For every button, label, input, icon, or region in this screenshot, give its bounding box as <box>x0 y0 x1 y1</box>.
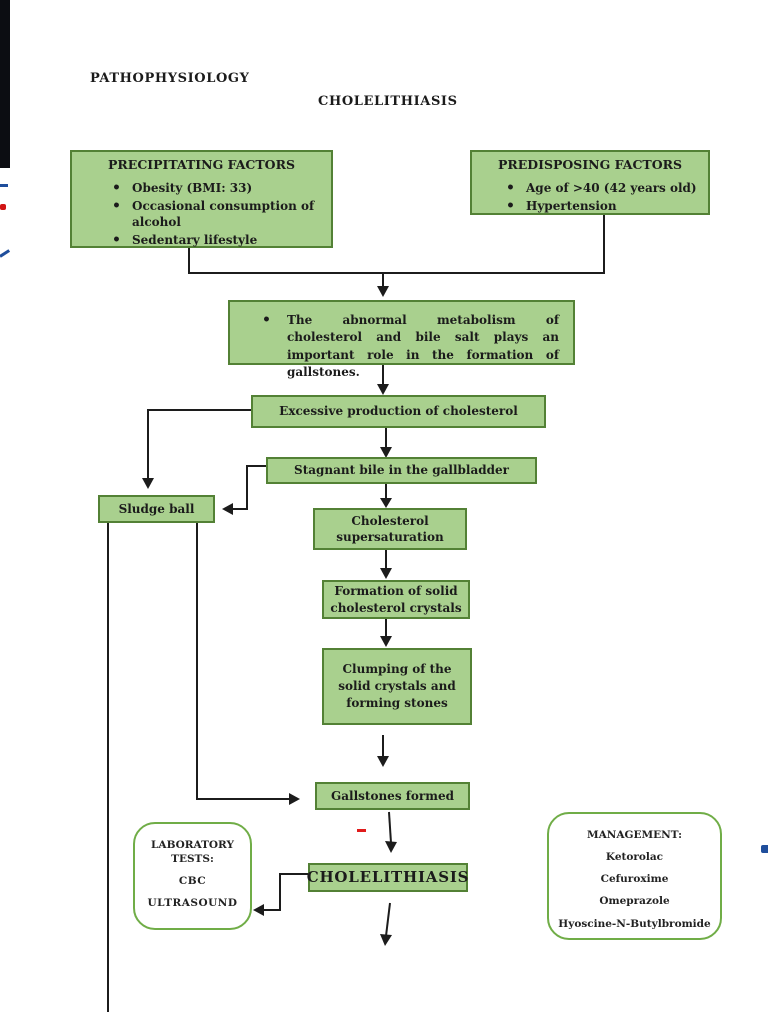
list-item: Hyoscine-N-Butylbromide <box>558 917 711 930</box>
box-clumping: Clumping of the solid crystals and formi… <box>322 648 472 725</box>
pen-mark-blue-right-edge <box>761 845 768 853</box>
arrowhead <box>380 498 392 508</box>
box-text: The abnormal metabolism of cholesterol a… <box>286 313 559 380</box>
list-item: Occasional consumption of alcohol <box>112 197 323 230</box>
list-item: Obesity (BMI: 33) <box>112 179 323 198</box>
box-formation-crystals: Formation of solid cholesterol crystals <box>322 580 470 619</box>
box-text: Excessive production of cholesterol <box>279 404 518 419</box>
box-title: PREDISPOSING FACTORS <box>497 157 683 172</box>
box-text: Gallstones formed <box>331 788 454 803</box>
arrowhead <box>377 384 389 395</box>
box-management: MANAGEMENT: Ketorolac Cefuroxime Omepraz… <box>547 812 722 940</box>
box-text: CHOLELITHIASIS <box>306 868 470 887</box>
connector-factors-merge <box>188 215 605 274</box>
box-sludge-ball: Sludge ball <box>98 495 215 523</box>
page-subtitle: CHOLELITHIASIS <box>318 94 458 109</box>
box-title: PRECIPITATING FACTORS <box>108 157 295 172</box>
box-text-line: supersaturation <box>336 530 444 544</box>
box-laboratory-tests: LABORATORY TESTS: CBC ULTRASOUND <box>133 822 252 930</box>
arrowhead <box>380 568 392 579</box>
arrowhead <box>385 841 397 853</box>
connector-excessive-to-sludge <box>147 409 251 480</box>
precipitating-list: Obesity (BMI: 33) Occasional consumption… <box>72 179 331 251</box>
connector-gallstones-to-cholelithiasis <box>388 811 392 844</box>
arrowhead <box>380 447 392 458</box>
arrowhead <box>253 904 264 916</box>
box-text-line: cholesterol crystals <box>330 600 462 615</box>
list-item: Ketorolac <box>605 851 664 864</box>
list-item: CBC <box>178 875 207 888</box>
scan-edge-bar <box>0 0 10 168</box>
box-precipitating-factors: PRECIPITATING FACTORS Obesity (BMI: 33) … <box>70 150 333 251</box>
arrowhead <box>289 793 300 805</box>
box-excessive-production: Excessive production of cholesterol <box>251 395 546 428</box>
connector-sludge-to-gallstones <box>196 523 289 800</box>
pen-mark-red-dot <box>0 204 6 210</box>
box-cholelithiasis: CHOLELITHIASIS <box>306 863 470 892</box>
list-item: Sedentary lifestyle <box>112 231 323 250</box>
connector-stagnant-to-sludge <box>231 465 266 510</box>
arrowhead <box>380 934 392 946</box>
bullet: • <box>262 312 271 328</box>
box-predisposing-factors: PREDISPOSING FACTORS Age of >40 (42 year… <box>470 150 710 216</box>
box-text: Stagnant bile in the gallbladder <box>294 463 509 478</box>
box-gallstones-formed: Gallstones formed <box>315 782 470 810</box>
list-item: Hypertension <box>506 197 700 216</box>
arrowhead <box>142 478 154 489</box>
box-abnormal-metabolism: • The abnormal metabolism of cholesterol… <box>228 300 575 379</box>
list-item: ULTRASOUND <box>147 897 238 910</box>
list-item: Omeprazole <box>599 895 670 908</box>
arrowhead <box>222 503 233 515</box>
box-text-line: forming stones <box>346 695 448 710</box>
box-text-line: solid crystals and <box>338 679 456 694</box>
box-stagnant-bile: Stagnant bile in the gallbladder <box>266 457 537 484</box>
box-title: LABORATORY TESTS: <box>151 839 234 866</box>
box-text-line: Clumping of the <box>342 662 452 677</box>
box-title: MANAGEMENT: <box>586 829 683 841</box>
box-text: Sludge ball <box>118 501 195 516</box>
page-title: PATHOPHYSIOLOGY <box>90 71 250 86</box>
pen-mark-red-dash <box>357 829 366 832</box>
predisposing-list: Age of >40 (42 years old) Hypertension <box>472 179 708 216</box>
box-text-line: Formation of solid <box>334 584 458 599</box>
pen-mark-blue-dash <box>0 184 8 187</box>
connector-cholelithiasis-to-lab <box>262 873 308 911</box>
list-item: Cefuroxime <box>600 873 669 886</box>
arrowhead <box>377 286 389 297</box>
arrowhead <box>377 756 389 767</box>
arrowhead <box>380 636 392 647</box>
connector-cholelithiasis-down <box>385 902 391 937</box>
box-text-line: Cholesterol <box>351 513 429 528</box>
list-item: Age of >40 (42 years old) <box>506 179 700 198</box>
box-cholesterol-supersaturation: Cholesterol supersaturation <box>313 508 467 550</box>
